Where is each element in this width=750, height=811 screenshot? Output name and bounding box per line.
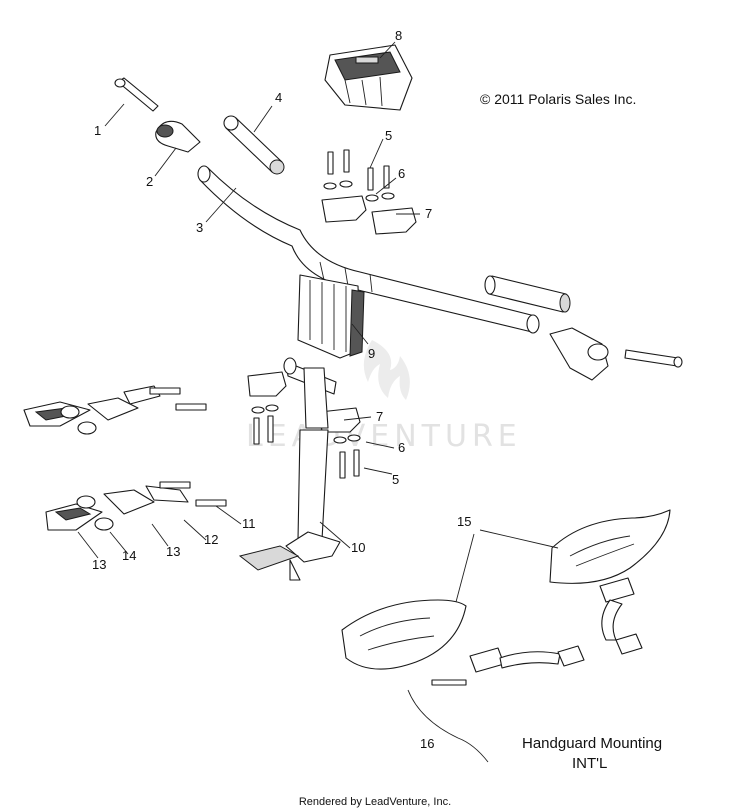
callout-9: 9	[368, 346, 375, 361]
callout-4: 4	[275, 90, 282, 105]
watermark-text: LEADVENTURE	[246, 419, 522, 454]
callout-14: 14	[122, 548, 136, 563]
callout-6-lower: 6	[398, 440, 405, 455]
callout-11: 11	[242, 516, 256, 531]
copyright-text: © 2011 Polaris Sales Inc.	[480, 91, 636, 107]
callout-5-lower: 5	[392, 472, 399, 487]
leader-lines	[77, 41, 559, 763]
callout-13-left: 13	[92, 557, 106, 572]
callout-15: 15	[457, 514, 471, 529]
callout-6: 6	[398, 166, 405, 181]
callout-7: 7	[425, 206, 432, 221]
part-handlebar-3	[197, 165, 540, 334]
callout-3: 3	[196, 220, 203, 235]
callout-16: 16	[420, 736, 434, 751]
callout-7-lower: 7	[376, 409, 383, 424]
callout-labels: 1 2 3 4 5 6 7 8 9 7 6 5 10 11 12 13 14 1…	[92, 28, 471, 751]
part-grip-left-4	[223, 115, 285, 175]
part-crossbar-pad-9	[297, 274, 365, 359]
part-handlebar-pad	[324, 44, 413, 111]
callout-1: 1	[94, 123, 101, 138]
flame-logo-icon	[363, 340, 410, 400]
part-handguard-hardware	[431, 577, 643, 686]
callout-13: 13	[166, 544, 180, 559]
callout-8: 8	[395, 28, 402, 43]
part-bar-end-right	[549, 327, 683, 381]
watermark: LEADVENTURE	[246, 340, 522, 454]
part-upper-clamps	[321, 149, 417, 235]
part-grip-right	[484, 275, 571, 313]
part-bolt-1	[114, 77, 159, 112]
part-left-mount-lower	[45, 481, 227, 531]
part-handguard-15	[341, 509, 671, 670]
part-left-mount-upper	[23, 385, 207, 435]
part-lower-clamps	[247, 371, 361, 479]
callout-5: 5	[385, 128, 392, 143]
footer-credit: Rendered by LeadVenture, Inc.	[299, 796, 451, 808]
caption-subtitle: INT'L	[572, 755, 607, 772]
callout-2: 2	[146, 174, 153, 189]
caption-title: Handguard Mounting	[522, 735, 662, 752]
callout-10: 10	[351, 540, 365, 555]
part-steering-post-10	[238, 357, 341, 581]
callout-12: 12	[204, 532, 218, 547]
part-bar-end-2	[155, 120, 201, 153]
